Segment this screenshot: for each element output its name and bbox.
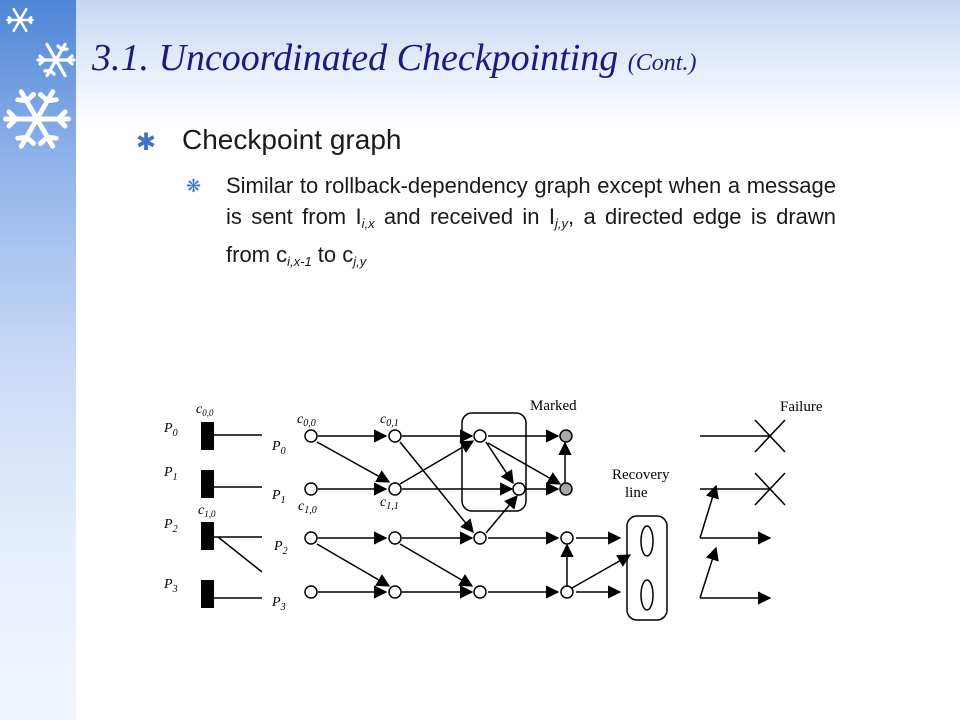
graph-label-p1: P1 [271, 488, 286, 506]
graph-label-p2: P2 [273, 539, 288, 557]
left-label-p3: P3 [163, 577, 178, 595]
left-label-p2: P2 [163, 517, 178, 535]
bullet-level1-text: Checkpoint graph [182, 124, 402, 155]
node-p3-1 [388, 585, 402, 599]
left-timelines [214, 434, 263, 599]
node-p2-2 [473, 531, 487, 545]
left-process-labels: P0 P1 P2 P3 c0,0 c1,0 [163, 402, 216, 595]
marked-box [461, 412, 527, 512]
node-label-c10: c1,0 [298, 499, 317, 516]
checkpoint-rect-p3 [201, 580, 214, 608]
checkpoint-rect-p0 [201, 422, 214, 450]
left-checkpoint-label-c00: c0,0 [196, 402, 214, 418]
snowflake-icon-small [6, 7, 34, 33]
node-p0-3 [559, 429, 573, 443]
snowflake-icon-large [3, 89, 71, 149]
node-p2-0 [304, 531, 318, 545]
graph-edges [316, 429, 632, 599]
graph-nodes [304, 429, 574, 599]
node-p1-1 [388, 482, 402, 496]
node-p1-0 [304, 482, 318, 496]
node-p3-0 [304, 585, 318, 599]
title-sub: (Cont.) [627, 50, 697, 76]
node-label-c11: c1,1 [380, 495, 399, 512]
recovery-line-box [626, 515, 668, 621]
node-p0-0 [304, 429, 318, 443]
node-p0-2 [473, 429, 487, 443]
snowflake-bullet-icon: ❋ [186, 176, 202, 196]
checkpoint-graph-diagram: P0 P1 P2 P3 c0,0 c1,0 [163, 398, 823, 621]
node-p2-3 [560, 531, 574, 545]
graph-labels: P0 P1 P2 P3 c0,0 c0,1 c1,0 c1,1 Marked R… [271, 398, 823, 613]
graph-label-p3: P3 [271, 595, 286, 613]
node-p3-2 [473, 585, 487, 599]
left-label-p0: P0 [163, 421, 178, 439]
bullet-level2-text: Similar to rollback-dependency graph exc… [226, 173, 837, 269]
title-band [76, 0, 960, 130]
failure-timelines [699, 419, 786, 605]
snowflake-icon-medium [36, 42, 76, 78]
left-label-p1: P1 [163, 465, 178, 483]
node-label-c00: c0,0 [297, 412, 316, 429]
failure-label: Failure [780, 399, 823, 415]
node-p2-1 [388, 531, 402, 545]
node-p3-3 [560, 585, 574, 599]
slide-title: 3.1. Uncoordinated Checkpointing (Cont.) [92, 36, 696, 80]
checkpoint-rectangles [201, 422, 214, 608]
recovery-line-label-1: Recovery [612, 467, 670, 483]
node-p1-2 [512, 482, 526, 496]
graph-label-p0: P0 [271, 439, 286, 457]
asterisk-bullet-icon: ✱ [136, 129, 157, 156]
marked-label: Marked [530, 398, 577, 414]
checkpoint-rect-p1 [201, 470, 214, 498]
left-checkpoint-label-c10: c1,0 [198, 503, 216, 519]
node-label-c01: c0,1 [380, 412, 399, 429]
checkpoint-rect-p2 [201, 522, 214, 550]
node-p0-1 [388, 429, 402, 443]
recovery-line-label-2: line [625, 485, 648, 501]
title-main: 3.1. Uncoordinated Checkpointing [92, 37, 619, 79]
node-p1-3 [559, 482, 573, 496]
